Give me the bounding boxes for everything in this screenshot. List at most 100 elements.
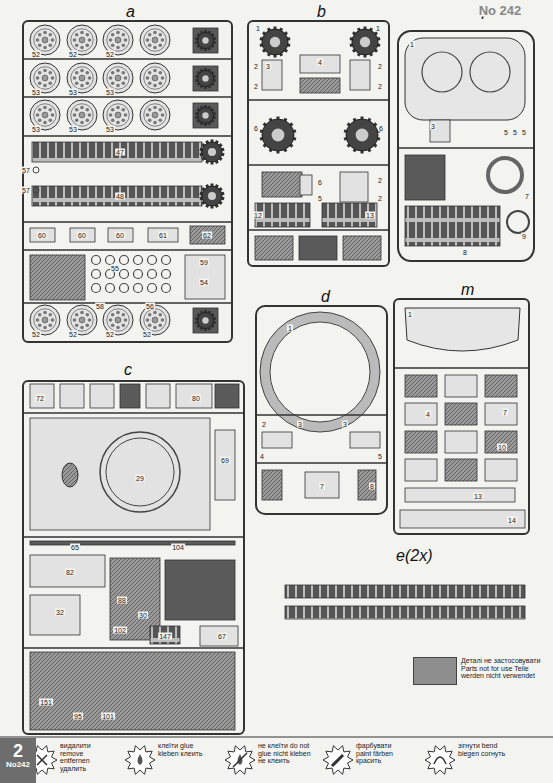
callout-number: 104 — [171, 544, 185, 551]
road-wheel — [144, 29, 167, 52]
callout-number: 58 — [95, 303, 105, 310]
sprue-frame: b — [247, 20, 390, 267]
callout-number: 3 — [342, 421, 348, 428]
wheel-hub — [115, 317, 121, 323]
wheel-hole — [159, 44, 163, 48]
sprocket-hub — [208, 192, 216, 200]
sprue-frame: e(2x) — [282, 548, 532, 628]
wheel-hub — [79, 112, 85, 118]
part-plate — [299, 236, 337, 260]
wheel-hole — [49, 324, 53, 328]
part-plate — [30, 418, 210, 530]
road-wheel — [34, 29, 57, 52]
part-ring — [134, 284, 143, 293]
legend-text: зігнути bend biegen согнуть — [458, 742, 510, 757]
part-plate — [445, 459, 477, 481]
part-ring — [120, 256, 129, 265]
part-ring — [33, 167, 39, 173]
wheel-hole — [43, 106, 47, 110]
part-plate — [60, 384, 84, 408]
wheel-hole — [116, 311, 120, 315]
callout-number: 60 — [37, 232, 47, 239]
wheel-hole — [80, 84, 84, 88]
part-ring — [422, 52, 462, 92]
wheel-hole — [49, 44, 53, 48]
wheel-hole — [109, 76, 113, 80]
part-plate — [30, 255, 85, 300]
wheel-hole — [116, 326, 120, 330]
road-wheel — [71, 29, 94, 52]
sprue-runner — [393, 367, 530, 369]
legend-swatch — [413, 657, 457, 685]
sprocket — [198, 313, 214, 329]
wheel-hole — [111, 44, 115, 48]
part-ring — [92, 256, 101, 265]
part-plate — [108, 228, 133, 242]
part-plate — [350, 432, 380, 448]
turret-roof — [405, 38, 525, 120]
wheel-hole — [148, 82, 152, 86]
wheel-hole — [122, 313, 126, 317]
wheel-hub — [115, 112, 121, 118]
road-wheel — [144, 104, 167, 127]
wheel-hole — [51, 113, 55, 117]
sprocket — [198, 108, 214, 124]
callout-number: 72 — [35, 395, 45, 402]
wheel-hole — [148, 119, 152, 123]
sprue-letter: e(2x) — [394, 548, 434, 564]
wheel-hole — [109, 38, 113, 42]
part-plate — [300, 175, 312, 195]
wheel-hole — [146, 318, 150, 322]
wheel-hole — [73, 318, 77, 322]
callout-number: 1 — [287, 325, 293, 332]
wheel-hole — [116, 121, 120, 125]
wheel-hole — [38, 71, 42, 75]
wheel-hole — [88, 38, 92, 42]
instruction-icon — [323, 746, 353, 775]
callout-number: 53 — [31, 126, 41, 133]
wheel-hole — [49, 82, 53, 86]
road-wheel — [144, 67, 167, 90]
callout-number: 1 — [407, 311, 413, 318]
wheel-hole — [86, 108, 90, 112]
wheel-hole — [73, 76, 77, 80]
callout-number: 5 — [317, 195, 323, 202]
wheel-hole — [75, 313, 79, 317]
part-ring — [265, 317, 375, 427]
part-plate — [485, 375, 517, 397]
callout-number: 53 — [68, 89, 78, 96]
wheel-hole — [159, 33, 163, 37]
part-ring — [488, 158, 522, 192]
road-wheel — [71, 67, 94, 90]
callout-number: 12 — [253, 212, 263, 219]
callout-number: 2 — [377, 83, 383, 90]
wheel-hole — [43, 311, 47, 315]
part-plate — [32, 186, 202, 206]
callout-number: 2 — [261, 421, 267, 428]
callout-number: 4 — [317, 59, 323, 66]
callout-number: 53 — [68, 126, 78, 133]
callout-number: 65 — [70, 544, 80, 551]
part-ring — [162, 284, 171, 293]
sprocket — [202, 142, 222, 162]
wheel-hole — [111, 108, 115, 112]
sprocket-hub — [270, 37, 280, 47]
callout-number: 80 — [191, 395, 201, 402]
wheel-hole — [122, 324, 126, 328]
part-ring — [270, 322, 370, 422]
callout-number: 6 — [317, 179, 323, 186]
wheel-hole — [51, 38, 55, 42]
callout-number: 52 — [68, 331, 78, 338]
wheel-hole — [86, 44, 90, 48]
part-ring — [106, 284, 115, 293]
road-wheel — [107, 309, 130, 332]
wheel-hole — [75, 119, 79, 123]
sprue-runner — [22, 647, 245, 649]
part-plate — [405, 403, 437, 425]
callout-number: 6 — [378, 125, 384, 132]
part-plate — [305, 472, 339, 498]
icon-mark — [434, 757, 446, 764]
sprue-runner — [22, 221, 233, 223]
wheel-hole — [88, 113, 92, 117]
sprocket-hub — [202, 75, 208, 81]
